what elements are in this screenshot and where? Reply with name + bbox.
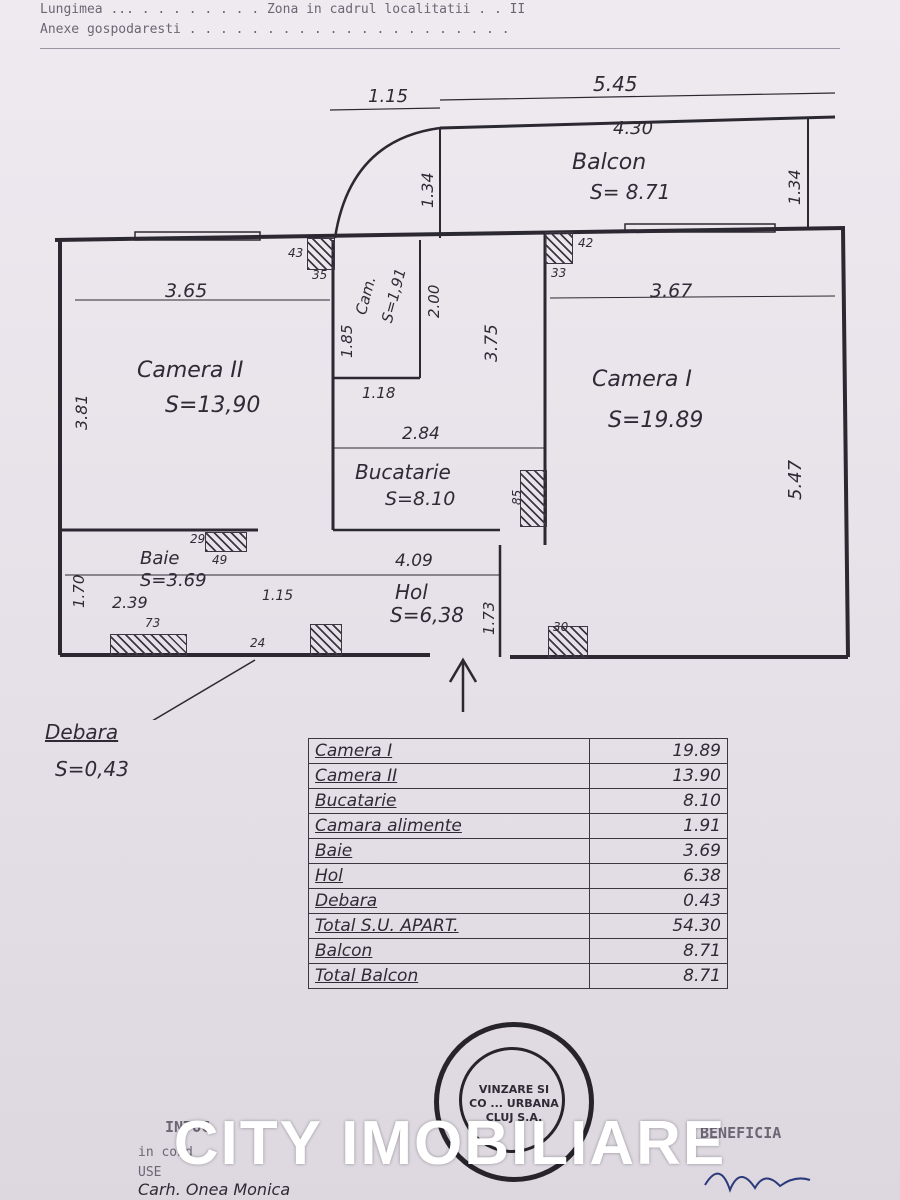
column-hatch [307,238,335,270]
dim-pantry-h2: 2.00 [425,284,443,318]
dim-hall-width: 4.09 [395,551,433,571]
room-camera-1-area: S=19.89 [608,408,704,433]
dim-small: 85 [510,489,524,505]
room-hall-area: S=6,38 [390,603,464,627]
footer-signature-left: Carh. Onea Monica [138,1180,291,1199]
room-storage-name: Debara [45,720,119,744]
column-hatch [545,232,573,264]
room-bath-name: Baie [140,548,180,569]
dim-pantry-width: 1.18 [362,384,396,402]
floor-plan [54,92,850,720]
dim-small: 33 [551,266,567,280]
table-cell-value: 1.91 [589,813,728,839]
dim-small: 73 [145,616,161,630]
room-camera-2-area: S=13,90 [165,393,261,418]
table-cell-label: Total S.U. APART. [308,913,590,939]
footer-typed-1: INTOC [165,1118,211,1136]
table-cell-label: Camera I [308,738,590,764]
dim-room2-height: 3.81 [72,394,91,430]
table-cell-label: Balcon [308,938,590,964]
table-cell-value: 8.71 [589,938,728,964]
room-bath-area: S=3.69 [140,570,207,591]
room-balcony-name: Balcon [572,150,647,175]
dim-kitchen-width: 2.84 [402,424,440,444]
table-cell-value: 13.90 [589,763,728,789]
dim-room2-width: 3.65 [165,280,208,302]
table-cell-label: Camara alimente [308,813,590,839]
dim-small: 35 [312,268,328,282]
dim-hall-height: 3.75 [482,324,502,362]
signature-scribble [704,1172,811,1193]
table-cell-value: 54.30 [589,913,728,939]
column-hatch [110,634,187,656]
dim-balcony-depth-right: 1.34 [785,169,804,205]
dim-small: 29 [190,532,206,546]
table-cell-value: 0.43 [589,888,728,914]
dim-top-total: 5.45 [593,72,638,96]
dim-small: 49 [212,553,228,567]
dim-pantry-h1: 1.85 [338,324,356,358]
table-cell-value: 8.71 [589,963,728,989]
table-cell-value: 3.69 [589,838,728,864]
dim-balcony-depth-left: 1.34 [418,172,437,208]
column-hatch [520,470,547,527]
dim-hall-height-2: 1.73 [480,601,498,635]
table-cell-value: 6.38 [589,863,728,889]
dim-bath-height: 1.70 [70,574,88,608]
column-hatch [310,624,342,656]
dim-balcony-width: 4.30 [613,118,654,139]
column-hatch [205,532,247,552]
dim-small: 24 [250,636,266,650]
dim-door-width: 1.15 [262,588,294,604]
table-row: Total S.U. APART.54.30 [308,913,728,939]
room-camera-2-name: Camera II [137,358,244,383]
dim-small: 42 [578,236,594,250]
dim-bath-width: 2.39 [112,593,148,612]
table-cell-value: 8.10 [589,788,728,814]
footer-typed-3: USE [138,1165,162,1180]
header-divider [40,48,840,49]
footer-typed-2: in cond [138,1145,193,1160]
table-cell-label: Camera II [308,763,590,789]
table-cell-label: Baie [308,838,590,864]
watermark-logo: CITY IMOBILIARE [173,1109,727,1178]
room-kitchen-area: S=8.10 [385,488,456,510]
stamp-inner-ring [459,1047,565,1153]
dim-small: 30 [553,620,569,634]
column-hatch [548,626,588,658]
stamp-text: VINZARE SI CO ... URBANA CLUJ S.A. [469,1083,559,1124]
table-cell-label: Bucatarie [308,788,590,814]
room-balcony-area: S= 8.71 [590,180,671,204]
dim-room1-width: 3.67 [650,280,693,302]
table-cell-value: 19.89 [589,738,728,764]
table-cell-label: Debara [308,888,590,914]
dim-room1-height: 5.47 [785,459,806,500]
table-cell-label: Total Balcon [308,963,590,989]
room-storage-area: S=0,43 [55,757,129,781]
header-line-2: Anexe gospodaresti . . . . . . . . . . .… [40,22,510,37]
header-line-1: Lungimea ... . . . . . . . . Zona in cad… [40,2,526,17]
official-stamp: VINZARE SI CO ... URBANA CLUJ S.A. [434,1022,594,1182]
room-camera-1-name: Camera I [592,367,692,392]
table-cell-label: Hol [308,863,590,889]
dim-top-left: 1.15 [368,86,409,107]
room-kitchen-name: Bucatarie [355,460,451,484]
dim-small: 43 [288,246,304,260]
footer-beneficiar: BENEFICIA [700,1124,782,1142]
room-hall-name: Hol [395,580,428,604]
